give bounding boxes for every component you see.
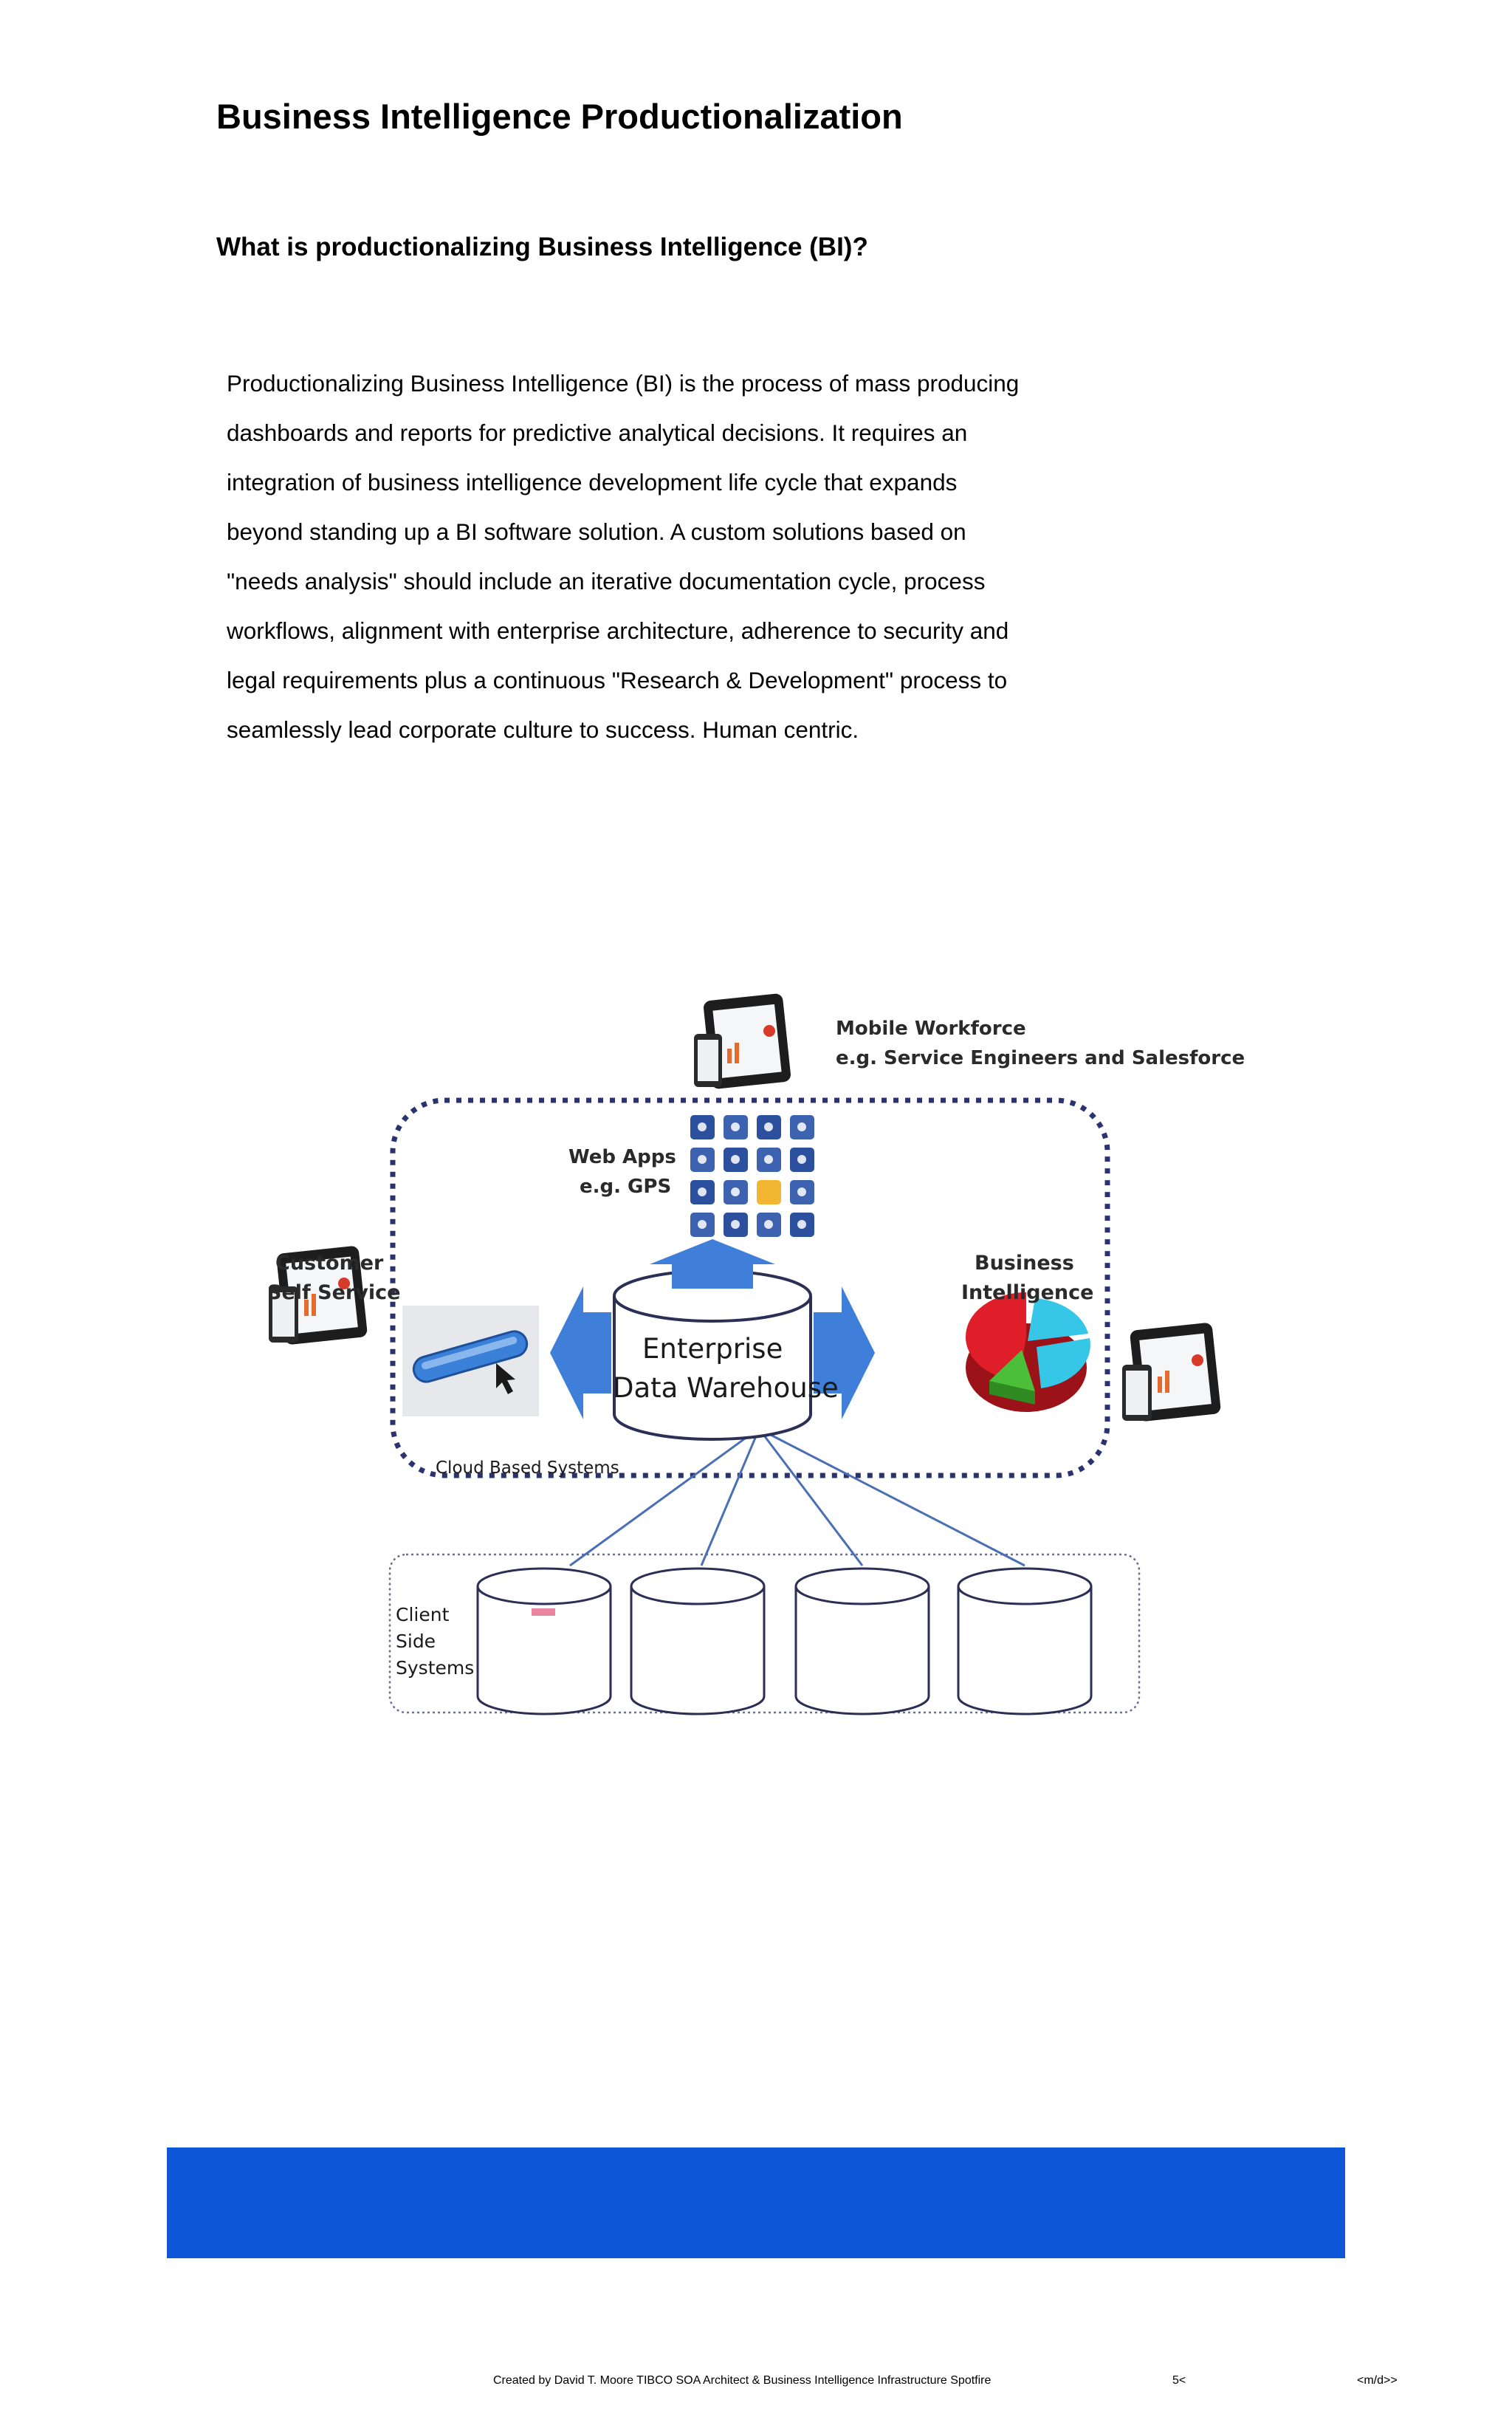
paragraph-line: legal requirements plus a continuous "Re… (227, 667, 1008, 693)
section-subtitle: What is productionalizing Business Intel… (216, 233, 868, 261)
label-mobile-workforce-eg: e.g. Service Engineers and Salesforce (836, 1047, 1245, 1069)
bi-architecture-diagram: Mobile Workforce e.g. Service Engineers … (251, 990, 1245, 1728)
client-database (957, 1567, 1093, 1715)
customer-service-button-image (402, 1306, 539, 1416)
footer-page-number: 5< (1172, 2374, 1186, 2387)
footer-banner (167, 2147, 1345, 2258)
footer-marker: <m/d>> (1357, 2374, 1398, 2387)
label-web-apps-eg: e.g. GPS (580, 1176, 672, 1198)
arrow-up-icon (650, 1239, 775, 1289)
pie-chart-icon (965, 1292, 1090, 1412)
label-edw-line1: Enterprise (642, 1333, 783, 1365)
client-database (630, 1567, 766, 1715)
paragraph-line: integration of business intelligence dev… (227, 469, 958, 496)
arrow-right-icon (814, 1286, 875, 1419)
cursor-icon (496, 1363, 515, 1394)
warehouse-cylinder (613, 1269, 812, 1441)
connector-line (760, 1432, 864, 1566)
paragraph-line: "needs analysis" should include an itera… (227, 568, 986, 594)
paragraph-line: Productionalizing Business Intelligence … (227, 370, 1020, 397)
label-intelligence: Intelligence (961, 1281, 1094, 1304)
connector-line (766, 1431, 1025, 1567)
client-database (794, 1567, 930, 1715)
label-web-apps: Web Apps (568, 1146, 676, 1168)
paragraph-line: workflows, alignment with enterprise arc… (227, 617, 1009, 644)
client-systems-boundary (388, 1553, 1141, 1714)
label-client: Client (396, 1604, 450, 1625)
paragraph-line: beyond standing up a BI software solutio… (227, 518, 966, 545)
chat-app-icon (757, 1180, 781, 1204)
cloud-boundary (390, 1097, 1110, 1478)
label-self-service: Self Service (267, 1281, 401, 1304)
label-side: Side (396, 1631, 436, 1652)
connector-line (700, 1432, 759, 1566)
page-title: Business Intelligence Productionalizatio… (216, 97, 903, 136)
tablet-phone-icon (694, 993, 791, 1089)
arrow-left-icon (550, 1286, 611, 1419)
connector-lines (569, 1431, 1025, 1567)
client-database (476, 1567, 612, 1715)
body-paragraph: Productionalizing Business Intelligence … (227, 359, 1098, 755)
footer-credit: Created by David T. Moore TIBCO SOA Arch… (493, 2374, 992, 2387)
paragraph-line: dashboards and reports for predictive an… (227, 419, 968, 446)
connector-line (569, 1431, 754, 1567)
label-systems: Systems (396, 1657, 475, 1679)
diagram-graphics (269, 993, 1221, 1715)
label-edw-line2: Data Warehouse (613, 1372, 839, 1404)
label-cloud-systems: Cloud Based Systems (436, 1458, 619, 1478)
paragraph-line: seamlessly lead corporate culture to suc… (227, 716, 859, 743)
tablet-phone-icon (269, 1246, 368, 1345)
pink-marker-icon (532, 1608, 555, 1616)
label-customer: Customer (275, 1252, 384, 1275)
label-mobile-workforce: Mobile Workforce (836, 1018, 1026, 1040)
label-business: Business (975, 1252, 1074, 1275)
tablet-phone-icon (1122, 1323, 1221, 1422)
web-app-icons (690, 1115, 814, 1237)
